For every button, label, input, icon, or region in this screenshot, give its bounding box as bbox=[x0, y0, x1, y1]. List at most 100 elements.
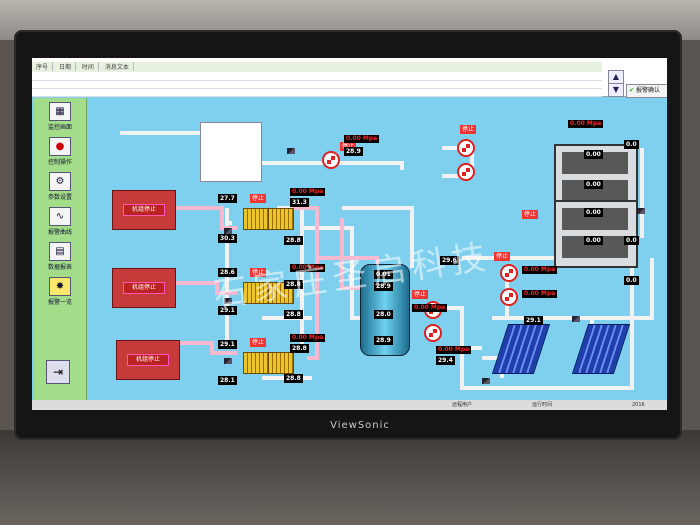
status-user: 远程用户 bbox=[452, 402, 473, 408]
unit-2-status: 机组停止 bbox=[123, 282, 165, 294]
chiller-unit-2[interactable]: 机组停止 bbox=[112, 268, 176, 308]
col-date: 日期 bbox=[55, 62, 76, 71]
temp-readout: 28.8 bbox=[284, 280, 303, 289]
status-tag: 停止 bbox=[250, 268, 266, 277]
valve[interactable] bbox=[224, 358, 232, 364]
valve[interactable] bbox=[224, 298, 232, 304]
temp-readout: 28.8 bbox=[290, 344, 309, 353]
status-tag: 停止 bbox=[522, 210, 538, 219]
trend-icon: ∿ bbox=[49, 207, 71, 226]
exit-icon: ⇥ bbox=[52, 365, 64, 379]
alarm-row[interactable] bbox=[32, 73, 602, 81]
scada-screen: 序号 日期 时间 消息文本 ▲ ▼ ✔报警确认 ▦ 监控画面 ● 控制操作 ⚙ 参数设… bbox=[32, 58, 667, 410]
status-runtime: 运行时间 bbox=[532, 402, 553, 408]
blank-panel bbox=[200, 122, 262, 182]
temp-readout: 31.3 bbox=[290, 198, 309, 207]
alarm-row[interactable] bbox=[32, 89, 602, 97]
heat-exchanger-3a[interactable] bbox=[243, 352, 269, 374]
col-index: 序号 bbox=[32, 62, 54, 71]
alarm-row[interactable] bbox=[32, 81, 602, 89]
nav-trend[interactable]: ∿ 报警曲线 bbox=[38, 205, 82, 238]
status-tag: 停止 bbox=[250, 194, 266, 203]
pressure-readout: 0.00 Mpa bbox=[344, 135, 380, 143]
heat-exchanger-1a[interactable] bbox=[243, 208, 269, 230]
col-time: 时间 bbox=[78, 62, 99, 71]
settings-icon: ⚙ bbox=[49, 172, 71, 191]
status-bar: 远程用户 运行时间 2016 bbox=[32, 400, 667, 410]
temp-readout: 28.8 bbox=[284, 374, 303, 383]
nav-monitor[interactable]: ▦ 监控画面 bbox=[38, 100, 82, 133]
temp-readout: 27.7 bbox=[218, 194, 237, 203]
pump-2[interactable] bbox=[457, 139, 475, 157]
tank-readout: 0.00 bbox=[584, 150, 603, 159]
temp-readout: 28.6 bbox=[218, 268, 237, 277]
alarm-confirm-label: 报警确认 bbox=[636, 87, 661, 94]
tank-2-level-bottom bbox=[562, 236, 628, 258]
pressure-readout: 0.00 Mpa bbox=[568, 120, 604, 128]
temp-readout: 28.9 bbox=[344, 147, 363, 156]
valve[interactable] bbox=[637, 208, 645, 214]
monitor-icon: ▦ bbox=[49, 102, 71, 121]
chiller-unit-1[interactable]: 机组停止 bbox=[112, 190, 176, 230]
temp-readout: 28.9 bbox=[374, 282, 393, 291]
stop-icon: ● bbox=[49, 137, 71, 156]
valve[interactable] bbox=[224, 228, 232, 234]
valve[interactable] bbox=[482, 378, 490, 384]
alarm-panel: 序号 日期 时间 消息文本 ▲ ▼ ✔报警确认 bbox=[32, 58, 667, 98]
pump-6[interactable] bbox=[500, 264, 518, 282]
tank-1-level-top bbox=[562, 152, 628, 174]
status-tag: 停止 bbox=[460, 125, 476, 134]
temp-readout: 28.1 bbox=[218, 376, 237, 385]
sidebar: ▦ 监控画面 ● 控制操作 ⚙ 参数设置 ∿ 报警曲线 ▤数据报表 ✸报警一览 ⇥ bbox=[34, 98, 87, 408]
alarm-scroll-down-button[interactable]: ▼ bbox=[608, 83, 624, 97]
heat-exchanger-1b[interactable] bbox=[268, 208, 294, 230]
heat-exchanger-3b[interactable] bbox=[268, 352, 294, 374]
tank-1-level-bottom bbox=[562, 180, 628, 202]
temp-readout: 28.9 bbox=[374, 336, 393, 345]
nav-settings[interactable]: ⚙ 参数设置 bbox=[38, 170, 82, 203]
status-tag: 停止 bbox=[250, 338, 266, 347]
nav-control[interactable]: ● 控制操作 bbox=[38, 135, 82, 168]
valve[interactable] bbox=[287, 148, 295, 154]
pressure-readout: 0.00 Mpa bbox=[436, 346, 472, 354]
check-icon: ✔ bbox=[629, 87, 635, 94]
chiller-unit-3[interactable]: 机组停止 bbox=[116, 340, 180, 380]
status-tag: 停止 bbox=[412, 290, 428, 299]
pump-3[interactable] bbox=[457, 163, 475, 181]
status-tag: 停止 bbox=[494, 252, 510, 261]
nav-alarm[interactable]: ✸报警一览 bbox=[38, 275, 82, 308]
temp-readout: 29.4 bbox=[436, 356, 455, 365]
temp-readout: 28.8 bbox=[284, 310, 303, 319]
nav-report[interactable]: ▤数据报表 bbox=[38, 240, 82, 273]
temp-readout: 28.8 bbox=[284, 236, 303, 245]
pump-1[interactable] bbox=[322, 151, 340, 169]
valve[interactable] bbox=[572, 316, 580, 322]
nav-monitor-label: 监控画面 bbox=[47, 124, 72, 131]
nav-alarm-label: 报警一览 bbox=[47, 299, 72, 306]
pump-5[interactable] bbox=[424, 324, 442, 342]
pump-7[interactable] bbox=[500, 288, 518, 306]
monitor-brand: ViewSonic bbox=[330, 420, 390, 431]
tank-readout: 0.0 bbox=[624, 236, 639, 245]
exit-button[interactable]: ⇥ bbox=[46, 360, 70, 384]
pressure-readout: 0.00 Mpa bbox=[290, 334, 326, 342]
temp-readout: 29.1 bbox=[524, 316, 543, 325]
nav-control-label: 控制操作 bbox=[47, 159, 72, 166]
alarm-confirm-button[interactable]: ✔报警确认 bbox=[626, 84, 667, 98]
tank-readout: 0.00 bbox=[584, 208, 603, 217]
unit-1-status: 机组停止 bbox=[123, 204, 165, 216]
pressure-readout: 0.00 Mpa bbox=[290, 264, 326, 272]
status-tag: 停止 bbox=[340, 142, 356, 151]
pressure-readout: 0.00 Mpa bbox=[522, 290, 558, 298]
tank-readout: 0.0 bbox=[624, 140, 639, 149]
pressure-readout: 0.00 Mpa bbox=[412, 304, 448, 312]
temp-readout: 30.3 bbox=[218, 234, 237, 243]
nav-trend-label: 报警曲线 bbox=[47, 229, 72, 236]
temp-readout: 29.6 bbox=[440, 256, 459, 265]
level-readout: 0.01 bbox=[374, 270, 393, 279]
report-icon: ▤ bbox=[49, 242, 71, 261]
nav-settings-label: 参数设置 bbox=[47, 194, 72, 201]
background-desk bbox=[0, 430, 700, 525]
tank-readout: 0.0 bbox=[624, 276, 639, 285]
unit-3-status: 机组停止 bbox=[127, 354, 169, 366]
